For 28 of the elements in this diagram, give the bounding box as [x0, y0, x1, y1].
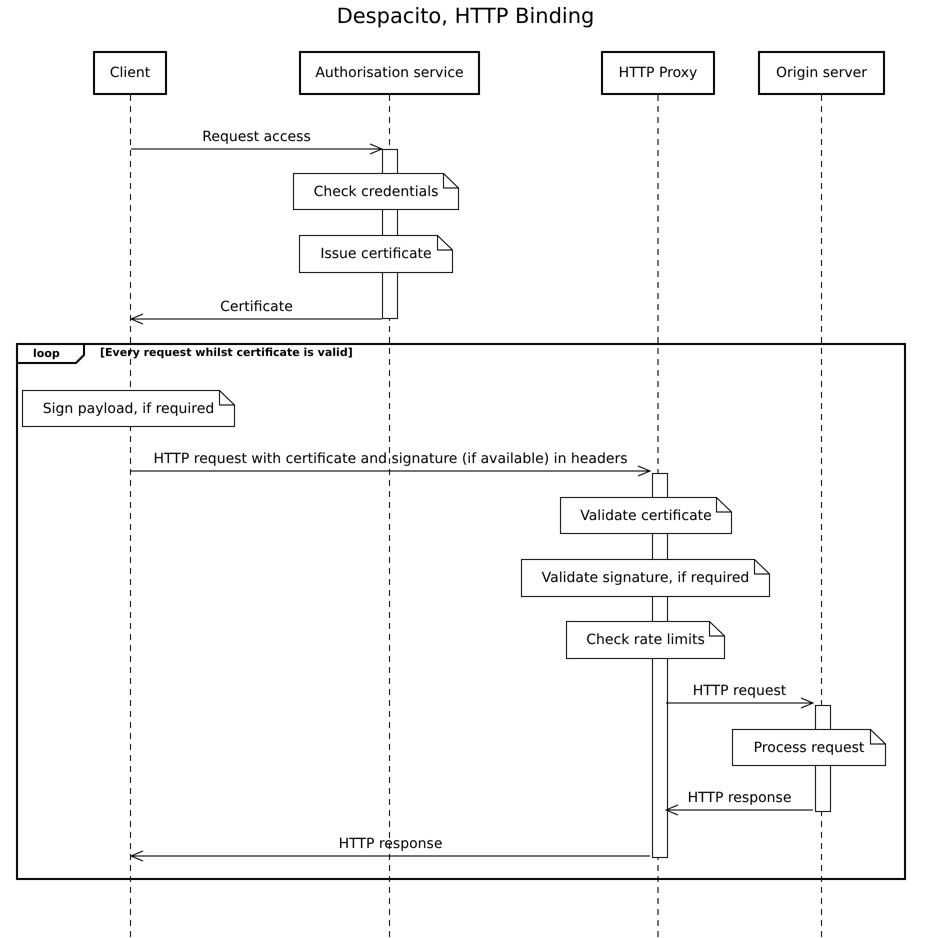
note: Issue certificate [299, 235, 453, 273]
message-label: HTTP response [338, 836, 444, 852]
note: Sign payload, if required [22, 390, 235, 427]
message-label: HTTP response [686, 790, 792, 806]
message-label: HTTP request with certificate and signature (if available) in headers [152, 451, 629, 467]
note: Process request [732, 729, 886, 766]
message-arrow [130, 144, 382, 154]
message-label: Request access [201, 129, 312, 145]
participant-box: HTTP Proxy [601, 51, 715, 95]
message-arrow [130, 850, 650, 862]
note: Validate certificate [560, 497, 732, 534]
participant-box: Origin server [758, 51, 885, 95]
note: Validate signature, if required [521, 559, 770, 597]
message-arrow [666, 804, 814, 816]
guard-condition: [Every request whilst certificate is valid] [100, 346, 353, 359]
note: Check rate limits [566, 621, 725, 659]
message-label: HTTP request [692, 683, 788, 699]
loop-frame [16, 343, 906, 880]
message-label: Certificate [219, 299, 294, 315]
participant-box: Client [93, 51, 167, 95]
frame-label: loop [18, 345, 85, 364]
participant-box: Authorisation service [299, 51, 480, 95]
diagram-title: Despacito, HTTP Binding [336, 4, 596, 28]
message-arrow [130, 314, 382, 324]
note: Check credentials [293, 173, 459, 210]
message-arrow [130, 466, 650, 476]
lifeline [130, 95, 131, 938]
message-arrow [666, 698, 814, 708]
